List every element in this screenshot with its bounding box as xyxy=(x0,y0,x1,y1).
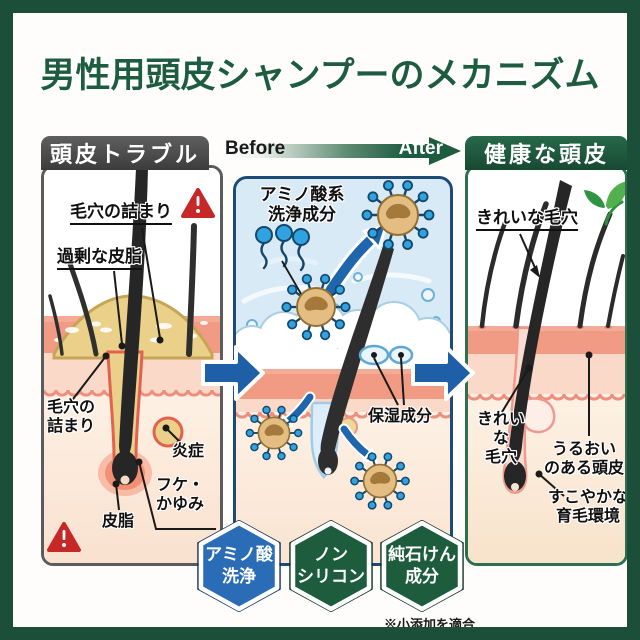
pointer-lines xyxy=(69,227,216,530)
badge-label: ノン シリコン xyxy=(297,544,365,586)
badge-label: 純石けん 成分 xyxy=(388,544,456,586)
before-label: Before xyxy=(225,138,286,159)
skin-specks xyxy=(54,321,208,343)
hairs xyxy=(48,223,197,357)
main-hair-shaft xyxy=(508,180,572,463)
after-arrowhead-icon xyxy=(429,137,461,165)
pointer-lines xyxy=(501,233,590,497)
step-arrow-icon-2 xyxy=(411,345,475,401)
surfactant-icons xyxy=(255,224,310,300)
inflammation-blob xyxy=(152,416,184,448)
right-panel-header-label: 健康な頭皮 xyxy=(483,142,609,167)
warning-icon-top xyxy=(181,188,215,218)
trouble-scalp-illustration xyxy=(44,168,220,563)
hexagon-icon xyxy=(380,519,464,613)
hexagon-icon xyxy=(197,519,281,613)
hexagon-icon xyxy=(289,519,373,613)
before-after-bar: Before After xyxy=(223,137,461,165)
label-clean-pores: きれいな 毛穴 xyxy=(476,411,525,467)
left-panel-header: 頭皮トラブル xyxy=(41,136,209,170)
hair-bulb xyxy=(504,461,526,491)
label-pore-clog-top: 毛穴の詰まり xyxy=(70,202,172,226)
lift-arrow-icon xyxy=(322,224,388,299)
badge-amino-cleansing: アミノ酸 洗浄 xyxy=(197,519,281,613)
hair-bulb xyxy=(112,451,138,485)
left-panel-header-label: 頭皮トラブル xyxy=(49,142,200,167)
label-pore-clog-side: 毛穴の 詰まり xyxy=(47,399,96,436)
pointer-dots xyxy=(102,336,170,488)
hair-bulb xyxy=(318,447,338,475)
label-clean-pores-top: きれいな毛穴 xyxy=(476,208,578,232)
label-inflammation: 炎症 xyxy=(172,443,205,460)
badge-label: アミノ酸 洗浄 xyxy=(205,544,273,586)
label-excess-sebum: 過剰な皮脂 xyxy=(57,247,142,271)
label-moisturizing: 保湿成分 xyxy=(368,408,433,425)
warning-icon-bottom xyxy=(47,522,81,552)
healthy-scalp-illustration xyxy=(468,168,625,563)
label-sebum: 皮脂 xyxy=(102,513,135,530)
main-hair-shaft xyxy=(320,243,394,461)
badge-pure-soap: 純石けん 成分 xyxy=(380,519,464,613)
footnote: ※小添加を適合 xyxy=(384,617,476,632)
label-amino-cleansing: アミノ酸系 洗浄成分 xyxy=(259,185,345,225)
right-panel-header: 健康な頭皮 xyxy=(465,136,627,170)
step-arrow-icon-1 xyxy=(201,345,265,401)
badge-non-silicone: ノン シリコン xyxy=(289,519,373,613)
label-moisturized-scalp: うるおい のある頭皮 xyxy=(543,441,624,478)
moisture-droplets xyxy=(358,344,414,406)
before-after-arrow xyxy=(223,137,461,165)
label-dandruff: フケ・ かゆみ xyxy=(156,477,205,514)
healthy-scalp-panel: きれいな毛穴 きれいな 毛穴 うるおい のある頭皮 すこやかな 育毛環境 xyxy=(465,165,628,566)
pointer-dots xyxy=(525,351,593,478)
after-label: After xyxy=(398,138,443,159)
label-healthy-growth: すこやかな 育毛環境 xyxy=(548,489,628,526)
leaf-icon xyxy=(584,181,625,226)
scalp-trouble-panel: 毛穴の詰まり 過剰な皮脂 毛穴の 詰まり 炎症 フケ・ かゆみ 皮脂 xyxy=(41,165,223,566)
main-hair-shaft xyxy=(119,168,148,459)
page-title: 男性用頭皮シャンプーのメカニズム xyxy=(40,56,600,95)
pointer-arrowhead xyxy=(530,265,540,278)
